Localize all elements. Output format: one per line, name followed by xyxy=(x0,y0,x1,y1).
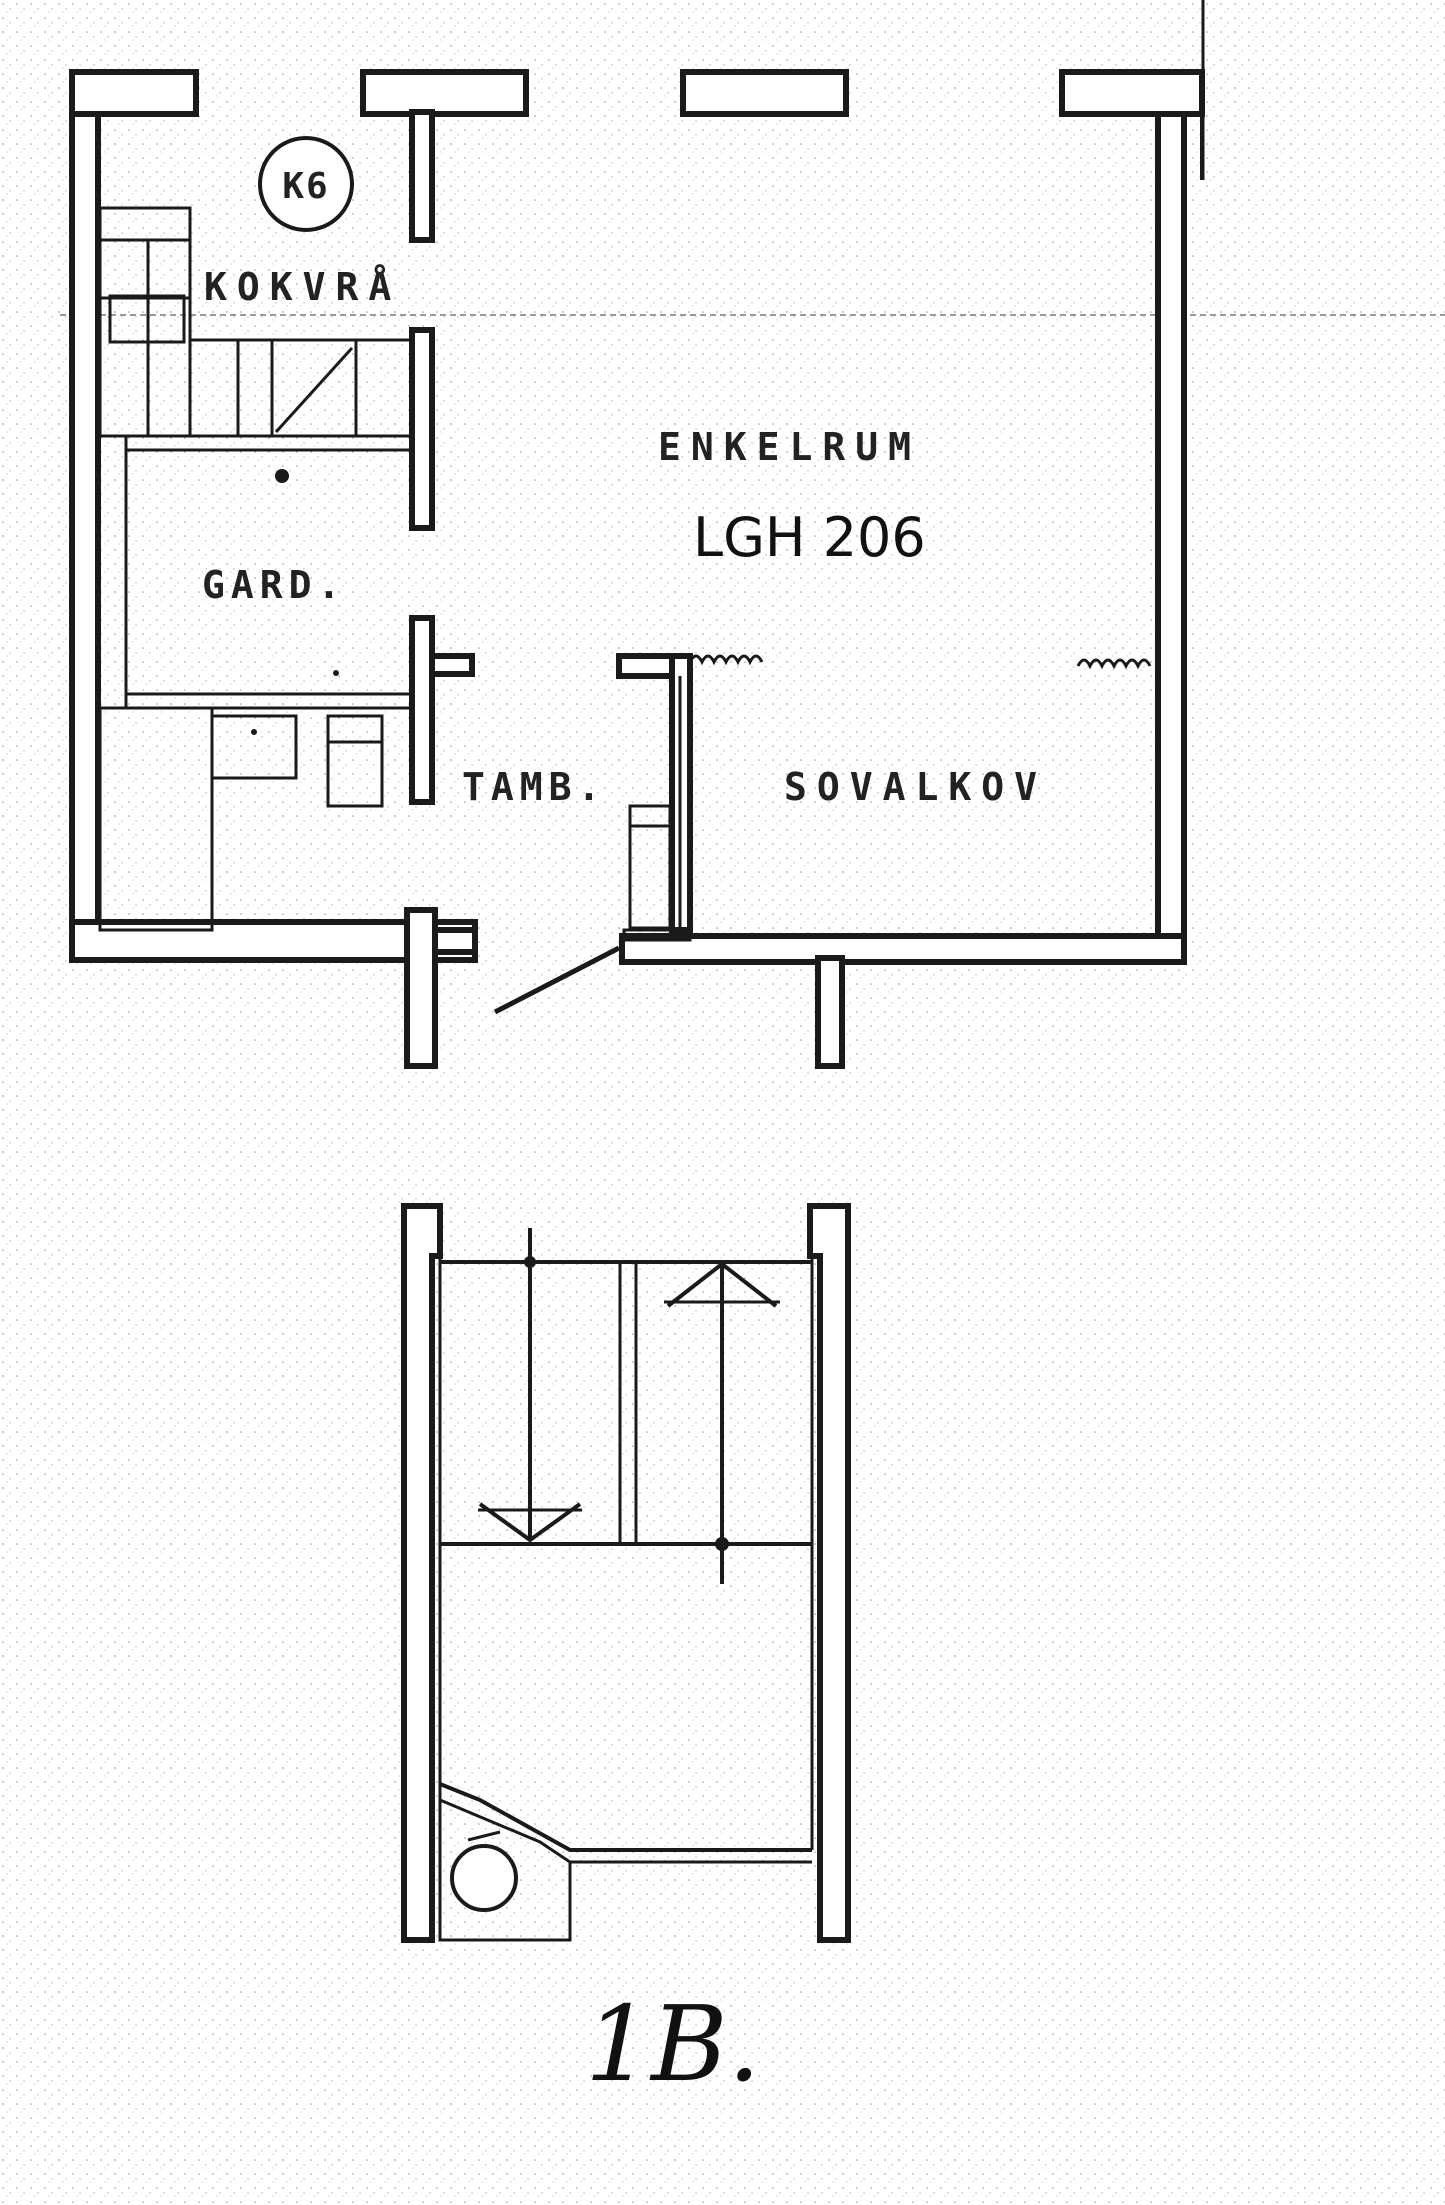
wall-top-right xyxy=(1059,69,1205,117)
room-label-enkelrum: ENKELRUM xyxy=(658,425,921,469)
kitchen-cabinet-row xyxy=(188,338,414,438)
chute-housing xyxy=(438,1797,572,1942)
wall-sovalkov-inner xyxy=(622,928,692,942)
room-label-sovalkov: SOVALKOV xyxy=(784,765,1047,809)
apartment-plan: K6 KOKVRÅ ENKELRUM LGH 206 GARD. TAMB. S… xyxy=(69,69,1205,1069)
wall-tamb-partition xyxy=(409,615,435,805)
curtain-right xyxy=(1076,658,1152,670)
room-label-tamb: TAMB. xyxy=(462,765,606,809)
kitchen-fridge-diag xyxy=(274,346,354,434)
lamp-dot xyxy=(275,469,289,483)
wall-top-stem xyxy=(409,109,435,243)
chute-lid xyxy=(467,1830,501,1842)
wardrobe-bottom-shelf xyxy=(124,692,414,710)
bath-sink xyxy=(210,714,298,780)
wall-bottom-stem-right xyxy=(815,955,845,1069)
stair-wall-left xyxy=(401,1203,443,1943)
stair-mark: 1B. xyxy=(585,1983,761,2105)
room-label-gard: GARD. xyxy=(202,563,346,607)
badge-label: K6 xyxy=(282,166,329,207)
apartment-label: LGH 206 xyxy=(693,506,926,569)
wall-top-2 xyxy=(360,69,529,117)
stair-lower-landing xyxy=(439,1782,812,1852)
bathroom-outline xyxy=(98,706,214,932)
wall-top-3 xyxy=(680,69,849,117)
sink-drain xyxy=(251,729,257,735)
stair-divider xyxy=(618,1260,638,1546)
tamb-cabinet xyxy=(628,804,672,930)
stair-arrow-down-head xyxy=(478,1502,582,1543)
wall-sovalkov-stub xyxy=(616,653,676,679)
wall-right xyxy=(1155,111,1187,945)
kitchen-counter xyxy=(98,206,192,438)
outlet-dot xyxy=(333,670,339,676)
curtain-left xyxy=(688,654,764,666)
entrance-door xyxy=(493,945,621,1015)
stair-wall-right xyxy=(807,1203,851,1943)
stair-arrow-up-head xyxy=(666,1261,778,1308)
wall-kitchen-partition xyxy=(409,327,435,531)
wall-bottom-stem-left xyxy=(404,907,438,1069)
bath-toilet xyxy=(326,714,384,808)
stair-arrow-down-start xyxy=(524,1256,536,1268)
wall-left xyxy=(69,111,101,925)
room-label-kokvra: KOKVRÅ xyxy=(204,265,401,309)
wall-tamb-stub xyxy=(429,653,475,677)
stair-arrow-up-end xyxy=(715,1537,729,1551)
stairwell-plan: 1B. xyxy=(401,1203,851,2105)
refuse-chute xyxy=(450,1844,518,1912)
wall-bottom-cross xyxy=(432,927,478,955)
badge-circle xyxy=(258,136,354,232)
wall-bottom-right xyxy=(619,933,1187,965)
wall-top-left xyxy=(69,69,199,117)
